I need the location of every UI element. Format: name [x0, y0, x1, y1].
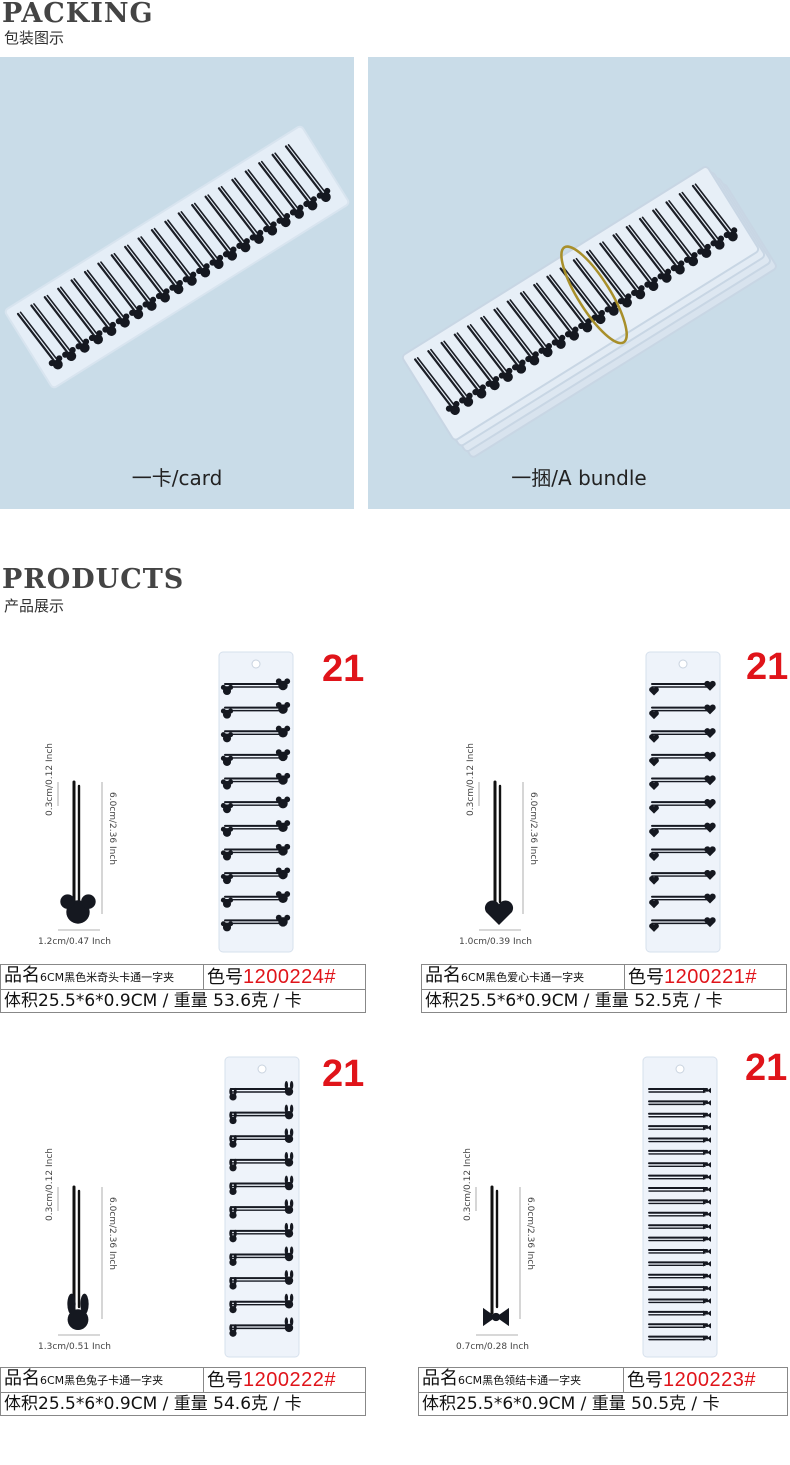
product-card-4: 0.3cm/0.12 Inch 6.0cm/2.36 Inch 0.7cm/0.28…: [418, 1045, 788, 1465]
product-2-image: 0.3cm/0.12 Inch 6.0cm/2.36 Inch 1.0cm/0.39…: [459, 651, 721, 953]
product-1-image: 0.3cm/0.12 Inch 6.0cm/2.36 Inch 1.2cm/0.47…: [38, 651, 294, 953]
single-pin-dimension-drawing: 0.3cm/0.12 Inch 6.0cm/2.36 Inch 0.7cm/0.28…: [456, 1148, 535, 1352]
packing-bundle-photo: 一捆/A bundle: [368, 57, 790, 509]
card-caption: 一卡/card: [131, 466, 223, 490]
product-code: 1200222#: [243, 1368, 336, 1391]
product-spec: 体积25.5*6*0.9CM / 重量 54.6克 / 卡: [0, 1392, 366, 1416]
color-label: 色号: [627, 1369, 663, 1391]
card-package-illustration: [4, 125, 350, 389]
product-name: 6CM黑色爱心卡通一字夹: [461, 971, 585, 984]
name-label: 品名: [422, 1368, 458, 1389]
product-code: 1200223#: [663, 1368, 756, 1391]
hair-pins-row: [16, 144, 331, 370]
pieces-count: 21: [322, 648, 365, 690]
product-name: 6CM黑色米奇头卡通一字夹: [40, 971, 175, 984]
hair-pins-row: [414, 183, 738, 415]
product-spec: 体积25.5*6*0.9CM / 重量 53.6克 / 卡: [0, 989, 366, 1013]
pieces-count: 21: [745, 1047, 788, 1089]
products-subtitle: 产品展示: [4, 597, 65, 615]
dim-top-label: 0.3cm/0.12 Inch: [45, 1148, 55, 1221]
dim-width-label: 1.3cm/0.51 Inch: [38, 1342, 111, 1352]
product-info-table: 品名6CM黑色米奇头卡通一字夹 色号1200224# 体积25.5*6*0.9C…: [0, 964, 366, 1013]
dim-length-label: 6.0cm/2.36 Inch: [525, 1197, 535, 1270]
product-3-image: 0.3cm/0.12 Inch 6.0cm/2.36 Inch 1.3cm/0.51…: [38, 1056, 300, 1358]
bundle-caption: 一捆/A bundle: [511, 466, 647, 490]
display-card-with-pins: [642, 1056, 718, 1358]
dim-length-label: 6.0cm/2.36 Inch: [528, 792, 538, 865]
products-title: PRODUCTS: [2, 564, 185, 595]
packing-card-photo: 一卡/card: [0, 57, 354, 509]
product-spec: 体积25.5*6*0.9CM / 重量 52.5克 / 卡: [421, 989, 787, 1013]
product-code: 1200224#: [243, 965, 336, 988]
product-card-1: 0.3cm/0.12 Inch 6.0cm/2.36 Inch 1.2cm/0.47…: [0, 640, 366, 1060]
single-pin-dimension-drawing: 0.3cm/0.12 Inch 6.0cm/2.36 Inch 1.2cm/0.47…: [38, 743, 117, 947]
product-name: 6CM黑色领结卡通一字夹: [458, 1374, 582, 1387]
dim-width-label: 0.7cm/0.28 Inch: [456, 1342, 529, 1352]
product-spec: 体积25.5*6*0.9CM / 重量 50.5克 / 卡: [418, 1392, 788, 1416]
dim-width-label: 1.2cm/0.47 Inch: [38, 937, 111, 947]
bundle-package-illustration: [401, 166, 777, 458]
dim-top-label: 0.3cm/0.12 Inch: [466, 743, 476, 816]
product-info-table: 品名6CM黑色领结卡通一字夹 色号1200223# 体积25.5*6*0.9CM…: [418, 1367, 788, 1416]
product-4-image: 0.3cm/0.12 Inch 6.0cm/2.36 Inch 0.7cm/0.28…: [456, 1056, 718, 1358]
display-card-with-pins: [645, 651, 721, 953]
color-label: 色号: [207, 1369, 243, 1391]
dim-top-label: 0.3cm/0.12 Inch: [463, 1148, 473, 1221]
dim-top-label: 0.3cm/0.12 Inch: [45, 743, 55, 816]
product-name: 6CM黑色兔子卡通一字夹: [40, 1374, 164, 1387]
single-pin-dimension-drawing: 0.3cm/0.12 Inch 6.0cm/2.36 Inch 1.0cm/0.39…: [459, 743, 538, 947]
product-card-2: 0.3cm/0.12 Inch 6.0cm/2.36 Inch 1.0cm/0.39…: [421, 640, 789, 1060]
display-card-with-pins: [218, 651, 294, 953]
name-label: 品名: [4, 1368, 40, 1389]
product-card-3: 0.3cm/0.12 Inch 6.0cm/2.36 Inch 1.3cm/0.51…: [0, 1045, 366, 1465]
name-label: 品名: [425, 965, 461, 986]
name-label: 品名: [4, 965, 40, 986]
dim-width-label: 1.0cm/0.39 Inch: [459, 937, 532, 947]
pieces-count: 21: [746, 646, 789, 688]
display-card-with-pins: [224, 1056, 300, 1358]
packing-title: PACKING: [2, 0, 154, 29]
dim-length-label: 6.0cm/2.36 Inch: [107, 792, 117, 865]
color-label: 色号: [207, 966, 243, 988]
dim-length-label: 6.0cm/2.36 Inch: [107, 1197, 117, 1270]
color-label: 色号: [628, 966, 664, 988]
product-info-table: 品名6CM黑色兔子卡通一字夹 色号1200222# 体积25.5*6*0.9CM…: [0, 1367, 366, 1416]
pieces-count: 21: [322, 1053, 365, 1095]
single-pin-dimension-drawing: 0.3cm/0.12 Inch 6.0cm/2.36 Inch 1.3cm/0.51…: [38, 1148, 117, 1352]
product-code: 1200221#: [664, 965, 757, 988]
packing-subtitle: 包装图示: [4, 29, 65, 47]
product-info-table: 品名6CM黑色爱心卡通一字夹 色号1200221# 体积25.5*6*0.9CM…: [421, 964, 787, 1013]
